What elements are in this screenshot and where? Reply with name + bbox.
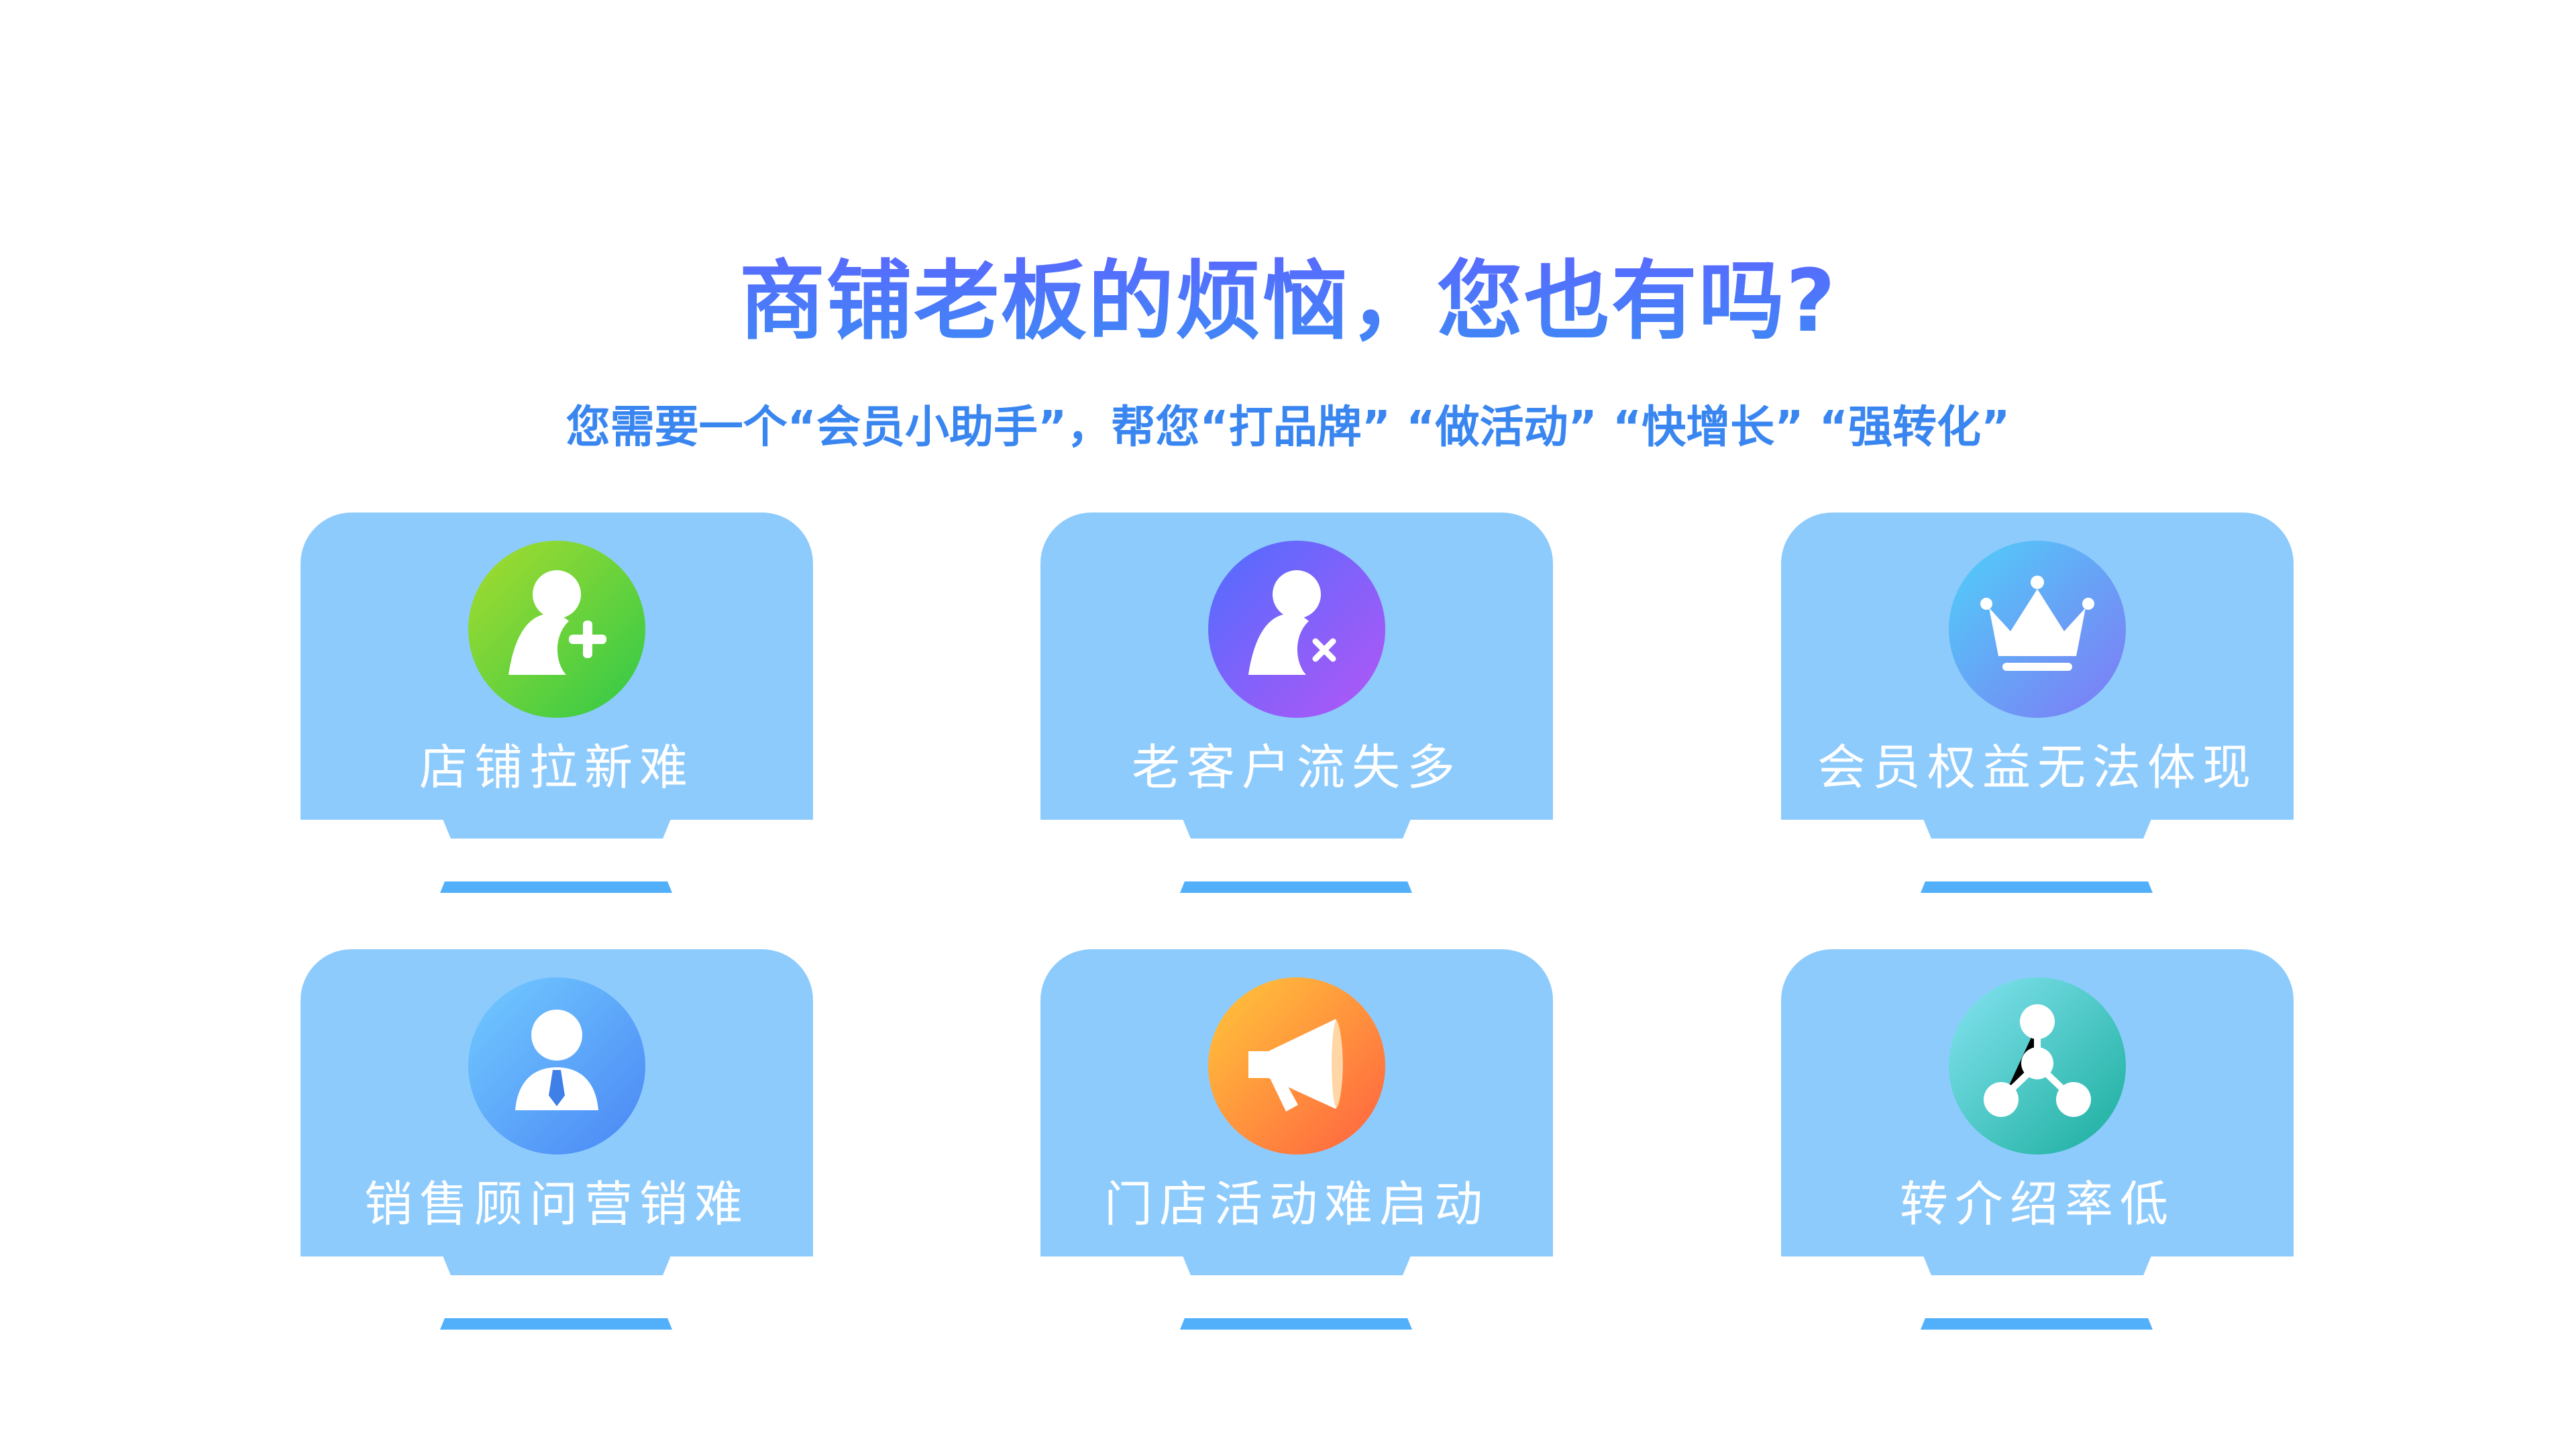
problem-card: 转介绍率低 — [1781, 949, 2294, 1330]
page-subtitle: 您需要一个“会员小助手”，帮您“打品牌” “做活动” “快增长” “强转化” — [566, 401, 2010, 453]
card-label: 销售顾问营销难 — [364, 1176, 749, 1232]
problem-card: 店铺拉新难 — [301, 513, 813, 893]
crown-icon — [1949, 541, 2126, 718]
monitor-base — [440, 881, 672, 893]
problem-card: 老客户流失多 — [1040, 513, 1553, 893]
card-label: 店铺拉新难 — [419, 739, 694, 796]
problem-card: 销售顾问营销难 — [301, 949, 813, 1330]
card-label: 门店活动难启动 — [1104, 1176, 1489, 1232]
monitor-base — [1180, 1318, 1412, 1330]
monitor-neck — [1923, 1256, 2151, 1275]
monitor-neck — [443, 1256, 671, 1275]
problem-card: 门店活动难启动 — [1040, 949, 1553, 1330]
user-add-icon — [468, 541, 645, 718]
user-remove-icon — [1208, 541, 1385, 718]
share-network-icon — [1949, 977, 2126, 1155]
monitor-base — [1921, 1318, 2153, 1330]
card-label: 转介绍率低 — [1899, 1176, 2175, 1232]
monitor-neck — [1183, 819, 1411, 839]
monitor-neck — [443, 819, 671, 839]
monitor-base — [1921, 881, 2153, 893]
monitor-neck — [1183, 1256, 1411, 1275]
megaphone-icon — [1208, 977, 1385, 1155]
salesperson-icon — [468, 977, 645, 1155]
monitor-neck — [1923, 819, 2151, 839]
card-label: 老客户流失多 — [1131, 739, 1462, 796]
page-title: 商铺老板的烦恼，您也有吗? — [0, 248, 2576, 356]
monitor-base — [440, 1318, 672, 1330]
monitor-base — [1180, 881, 1412, 893]
problem-card: 会员权益无法体现 — [1781, 513, 2294, 893]
card-label: 会员权益无法体现 — [1817, 739, 2257, 796]
